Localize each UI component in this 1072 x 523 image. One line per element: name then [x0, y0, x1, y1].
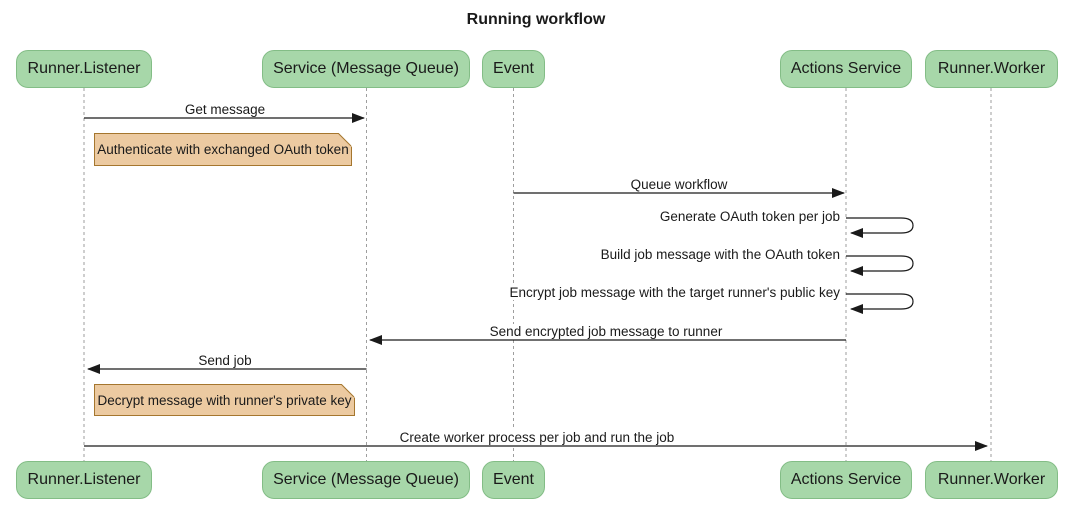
- message-label-send-job: Send job: [195, 353, 255, 368]
- note-authenticate-oauth: Authenticate with exchanged OAuth token: [94, 133, 352, 166]
- participant-runner-listener-top: Runner.Listener: [16, 50, 152, 88]
- participant-runner-listener-bottom: Runner.Listener: [16, 461, 152, 499]
- note-decrypt-private-key: Decrypt message with runner's private ke…: [94, 384, 355, 416]
- message-label-send-encrypted-job: Send encrypted job message to runner: [486, 324, 726, 339]
- participant-runner-worker-bottom: Runner.Worker: [925, 461, 1058, 499]
- note-fold-icon: [338, 133, 352, 147]
- participant-actions-service-bottom: Actions Service: [780, 461, 912, 499]
- participant-event-bottom: Event: [482, 461, 545, 499]
- note-text: Authenticate with exchanged OAuth token: [97, 142, 349, 157]
- message-label-queue-workflow: Queue workflow: [627, 177, 731, 192]
- self-arrow-generate-oauth-token: [846, 217, 914, 238]
- self-arrow-encrypt-job-message: [846, 293, 914, 314]
- message-label-create-worker-process: Create worker process per job and run th…: [396, 430, 678, 445]
- participant-service-queue-bottom: Service (Message Queue): [262, 461, 470, 499]
- note-text: Decrypt message with runner's private ke…: [97, 392, 352, 408]
- participant-actions-service-top: Actions Service: [780, 50, 912, 88]
- diagram-title: Running workflow: [466, 11, 606, 28]
- note-fold-icon: [341, 384, 355, 398]
- participant-event-top: Event: [482, 50, 545, 88]
- message-label-generate-oauth-token: Generate OAuth token per job: [656, 209, 843, 224]
- self-arrow-build-job-message: [846, 255, 914, 276]
- participant-runner-worker-top: Runner.Worker: [925, 50, 1058, 88]
- message-label-build-job-message: Build job message with the OAuth token: [597, 247, 843, 262]
- participant-service-queue-top: Service (Message Queue): [262, 50, 470, 88]
- message-label-get-message: Get message: [181, 102, 269, 117]
- message-label-encrypt-job-message: Encrypt job message with the target runn…: [506, 285, 843, 300]
